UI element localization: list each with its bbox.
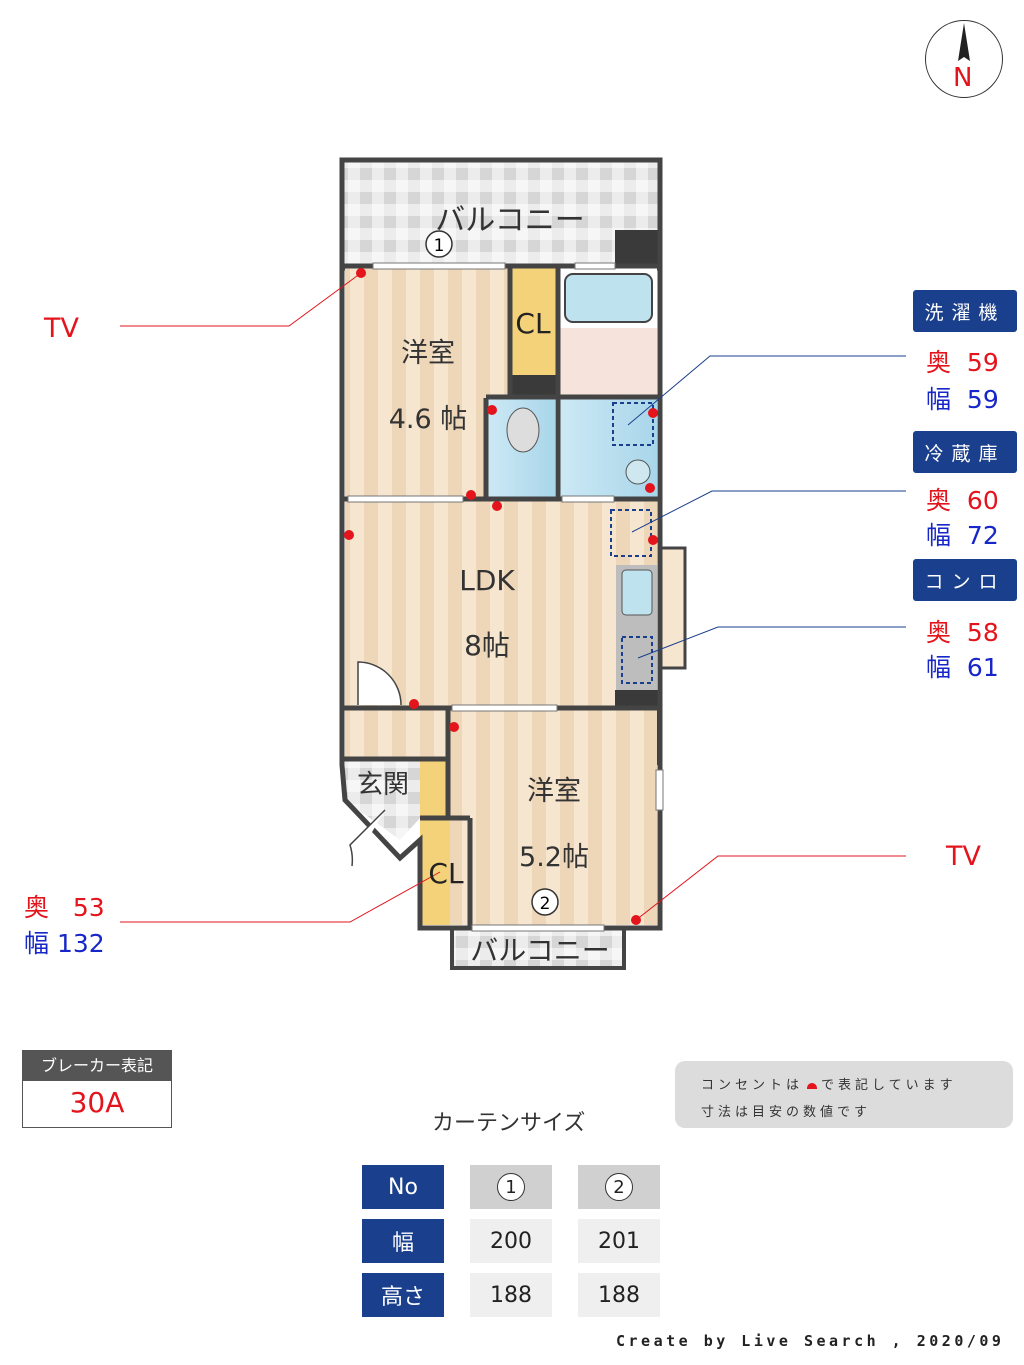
curtain-height-1: 188: [470, 1273, 552, 1317]
curtain-header-1: 1: [470, 1165, 552, 1209]
curtain-row-height-label: 高さ: [362, 1273, 444, 1317]
balcony-1: [339, 157, 663, 271]
fridge-space: [610, 509, 652, 557]
ldk-label: LDK: [459, 564, 515, 597]
balcony-1-label: バルコニー: [435, 203, 584, 238]
floor-plan: バルコニー 1 CL 洋室 4.6 帖 LDK 8帖 玄関 洋室 5.2帖 CL…: [120, 157, 906, 970]
breaker-value: 30A: [69, 1086, 125, 1119]
notes-line-2: 寸法は目安の数値です: [701, 1105, 872, 1120]
compass-label: N: [953, 63, 973, 93]
closet-2-label: CL: [428, 857, 464, 890]
curtain-header-2: 2: [578, 1165, 660, 1209]
outlet-icon: [807, 1083, 818, 1089]
washer-width: 幅 59: [926, 385, 999, 414]
western-room-1-label: 洋室: [401, 338, 455, 369]
ldk-size: 8帖: [464, 629, 510, 662]
balcony-2-label: バルコニー: [470, 934, 609, 967]
outlet-markers: [344, 268, 658, 925]
washer-space: [612, 402, 654, 446]
western-room-2-size: 5.2帖: [519, 842, 589, 873]
north-arrow-icon: [958, 23, 970, 61]
fridge-tag: 冷蔵庫: [913, 431, 1017, 473]
closet-1-label: CL: [515, 307, 551, 340]
western-room-2: [450, 710, 657, 925]
footer-credit: Create by Live Search , 2020/09: [616, 1332, 1005, 1350]
notes-box: コンセントはで表記しています 寸法は目安の数値です: [675, 1061, 1013, 1128]
curtain-title: カーテンサイズ: [432, 1111, 586, 1136]
stove-tag: コンロ: [913, 559, 1017, 601]
stove-width: 幅 61: [926, 653, 999, 682]
breaker-title: ブレーカー表記: [23, 1051, 171, 1081]
curtain-width-1: 200: [470, 1219, 552, 1263]
curtain-width-2: 201: [578, 1219, 660, 1263]
washer-depth: 奥 59: [926, 348, 999, 377]
entrance-label: 玄関: [357, 770, 409, 800]
curtain-marker-2: 2: [540, 894, 551, 914]
compass: N: [925, 20, 1003, 98]
curtain-marker-1: 1: [434, 236, 445, 256]
balcony-2: [450, 926, 626, 970]
closet-1: [512, 268, 557, 375]
closet-width: 幅 132: [24, 929, 105, 958]
tv-label-right: TV: [946, 841, 981, 872]
closet-depth: 奥 53: [24, 893, 105, 922]
entrance: [345, 760, 420, 840]
stove-space: [621, 636, 653, 684]
curtain-header-no: No: [362, 1165, 444, 1209]
breaker-box: ブレーカー表記 30A: [22, 1050, 172, 1128]
stove-depth: 奥 58: [926, 618, 999, 647]
fridge-width: 幅 72: [926, 521, 999, 550]
curtain-height-2: 188: [578, 1273, 660, 1317]
washer-tag: 洗濯機: [913, 290, 1017, 332]
western-room-1: [345, 268, 510, 500]
fridge-depth: 奥 60: [926, 486, 999, 515]
curtain-row-width-label: 幅: [362, 1219, 444, 1263]
western-room-2-label: 洋室: [527, 776, 581, 807]
western-room-1-size: 4.6 帖: [389, 404, 468, 435]
tv-label-left: TV: [44, 313, 79, 344]
ldk-room: [345, 500, 657, 707]
